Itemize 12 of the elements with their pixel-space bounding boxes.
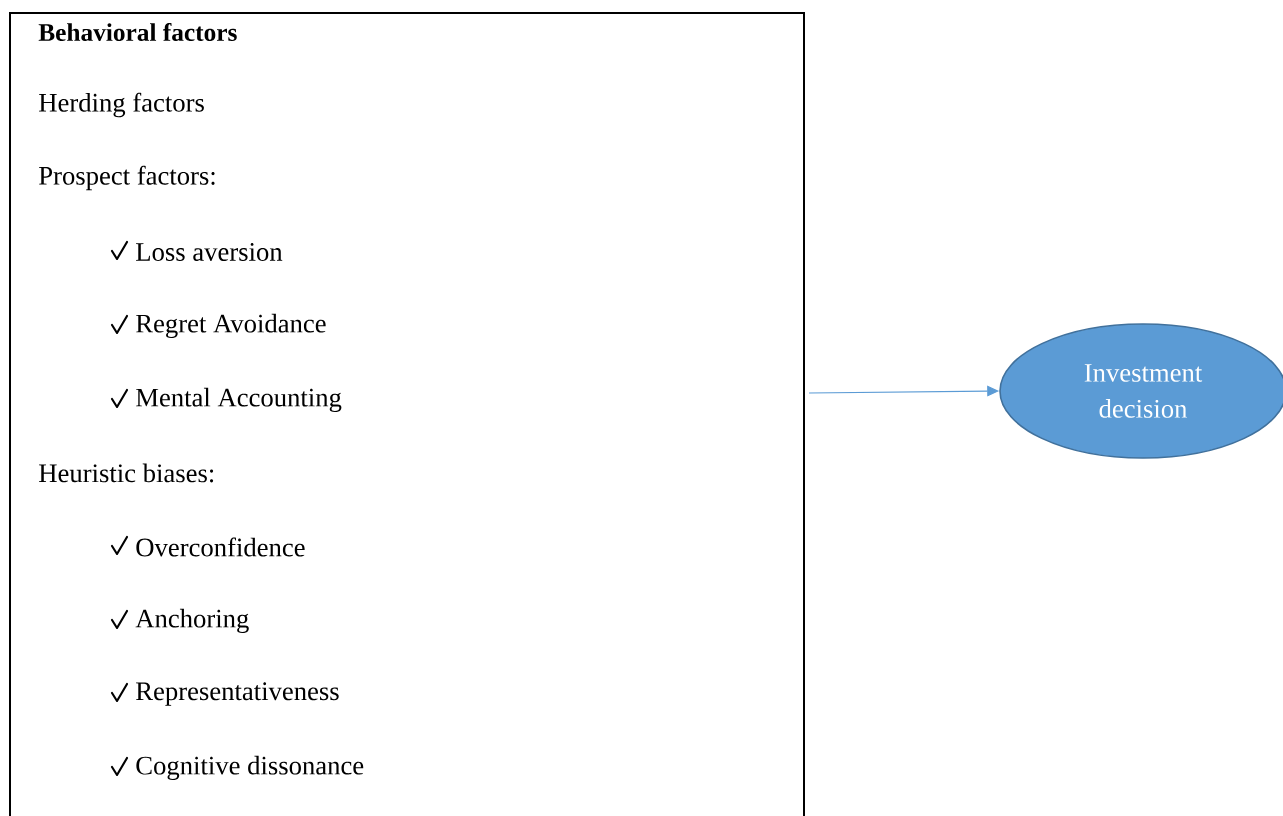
group-title: Prospect factors: xyxy=(39,165,215,191)
list-item: Cognitive dissonance xyxy=(136,755,364,781)
factor-box xyxy=(9,12,805,816)
list-item: Overconfidence xyxy=(136,537,305,557)
heading: Behavioral factors xyxy=(38,22,237,42)
list-item: Anchoring xyxy=(135,608,249,634)
list-item: Mental Accounting xyxy=(136,387,342,413)
list-item: Loss aversion xyxy=(136,243,283,261)
group-title: Heuristic biases: xyxy=(39,463,214,483)
list-item: Representativeness xyxy=(136,682,339,706)
list-item: Regret Avoidance xyxy=(136,313,326,339)
group-title: Herding factors xyxy=(39,92,204,118)
